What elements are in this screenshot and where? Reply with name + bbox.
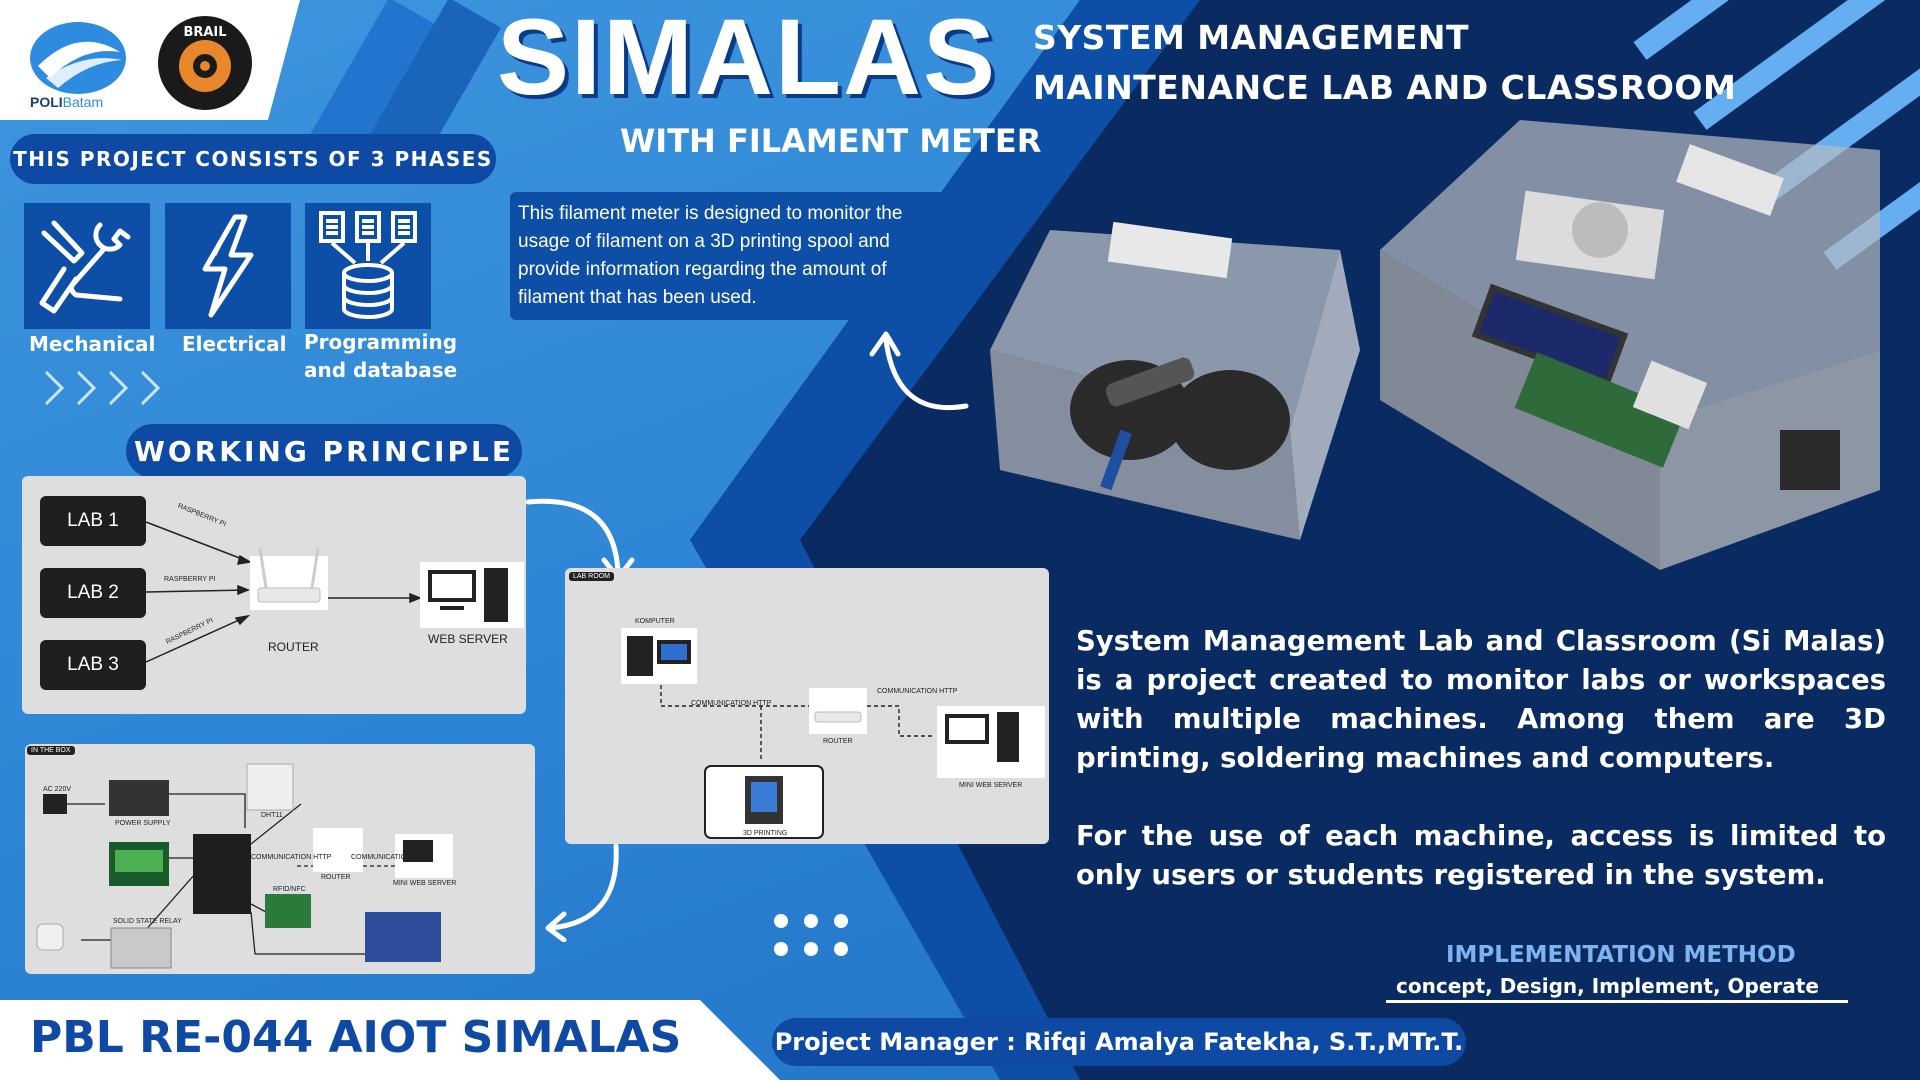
database-icon xyxy=(319,211,417,319)
ac-label: AC 220V xyxy=(43,786,72,793)
project-description: System Management Lab and Classroom (Si … xyxy=(1076,622,1886,934)
psu-label: POWER SUPPLY xyxy=(115,820,171,827)
relay-label: SOLID STATE RELAY xyxy=(113,918,182,925)
dht-label: DHT11 xyxy=(261,812,283,819)
dot-grid xyxy=(774,914,848,956)
lab2-node: LAB 2 xyxy=(40,568,146,618)
wrench-arm-icon xyxy=(39,220,131,314)
polibatam-logo xyxy=(30,22,126,94)
mini-web-server-label: MINI WEB SERVER xyxy=(959,782,1023,789)
working-principle-heading: WORKING PRINCIPLE xyxy=(126,424,522,478)
router-label: ROUTER xyxy=(823,738,853,745)
mini-web-server-label: MINI WEB SERVER xyxy=(393,880,457,887)
link-label: RASPBERRY PI xyxy=(164,576,216,583)
in-the-box-tag: IN THE BOX xyxy=(27,746,75,755)
mechanical-tile xyxy=(24,203,150,329)
chevron-right-icon xyxy=(108,370,129,406)
poster-title: SIMALAS xyxy=(497,0,997,117)
footer-bar xyxy=(0,1000,780,1080)
chevron-right-icon xyxy=(76,370,97,406)
divider xyxy=(1386,1000,1848,1003)
electrical-tile xyxy=(165,203,291,329)
implementation-steps: concept, Design, Implement, Operate xyxy=(1396,974,1819,998)
chevron-right-icon xyxy=(44,370,65,406)
svg-text:BRAIL: BRAIL xyxy=(183,25,226,40)
comm-label: COMMUNICATION HTTP xyxy=(877,688,958,695)
computer-label: KOMPUTER xyxy=(635,618,675,625)
logo-panel: POLIBatam BRAIL xyxy=(0,0,300,120)
network-diagram-card: LAB 1 LAB 2 LAB 3 RASPBERRY PI RASPBERRY… xyxy=(22,476,526,714)
router-label: ROUTER xyxy=(268,640,319,654)
phase-label-database: and database xyxy=(304,358,458,382)
comm-label: COMMUNICATION HTTP xyxy=(251,854,332,861)
polibatam-wordmark: POLIBatam xyxy=(30,94,104,110)
filament-info-box: This filament meter is designed to monit… xyxy=(510,192,946,320)
chevron-row xyxy=(40,368,166,408)
poster-subtitle-line1: SYSTEM MANAGEMENT xyxy=(1033,18,1469,57)
lab-room-links xyxy=(621,628,1045,839)
lab-room-tag: LAB ROOM xyxy=(569,572,614,581)
project-code: PBL RE-044 AIOT SIMALAS xyxy=(30,1012,682,1063)
brail-logo: BRAIL xyxy=(158,16,252,110)
router-label: ROUTER xyxy=(321,874,351,881)
phase-label-electrical: Electrical xyxy=(182,332,287,356)
printer-label: 3D PRINTING xyxy=(743,830,788,837)
project-manager-pill: Project Manager : Rifqi Amalya Fatekha, … xyxy=(772,1018,1466,1066)
lab3-node: LAB 3 xyxy=(40,640,146,690)
network-links xyxy=(145,521,524,663)
implementation-title: IMPLEMENTATION METHOD xyxy=(1446,942,1796,968)
lab1-node: LAB 1 xyxy=(40,496,146,546)
lab-room-diagram-card: LAB ROOM KOMPUTER COMMUNICATION HTTP COM… xyxy=(565,568,1049,844)
enclosure-3d-render xyxy=(990,120,1880,570)
in-the-box-links xyxy=(36,763,453,969)
programming-tile xyxy=(305,203,431,329)
phase-label-programming: Programming xyxy=(304,330,458,354)
rfid-label: RFID/NFC xyxy=(273,886,306,893)
phases-heading: THIS PROJECT CONSISTS OF 3 PHASES xyxy=(10,134,496,184)
curved-arrow-icon xyxy=(869,331,969,410)
web-server-label: WEB SERVER xyxy=(428,632,508,646)
comm-label: COMMUNICATION HTTP xyxy=(691,700,772,707)
phase-label-mechanical: Mechanical xyxy=(29,332,156,356)
poster-subtitle-line2: MAINTENANCE LAB AND CLASSROOM xyxy=(1033,68,1737,107)
curved-arrow-icon xyxy=(545,843,619,942)
description-paragraph-2: For the use of each machine, access is l… xyxy=(1076,820,1886,891)
lightning-icon xyxy=(202,214,254,318)
poster-tagline: WITH FILAMENT METER xyxy=(620,122,1042,160)
in-the-box-diagram-card: IN THE BOX AC 220V xyxy=(25,744,535,974)
chevron-right-icon xyxy=(140,370,161,406)
comm-label: COMMUNICATION HTTP xyxy=(351,854,432,861)
description-paragraph-1: System Management Lab and Classroom (Si … xyxy=(1076,625,1886,774)
